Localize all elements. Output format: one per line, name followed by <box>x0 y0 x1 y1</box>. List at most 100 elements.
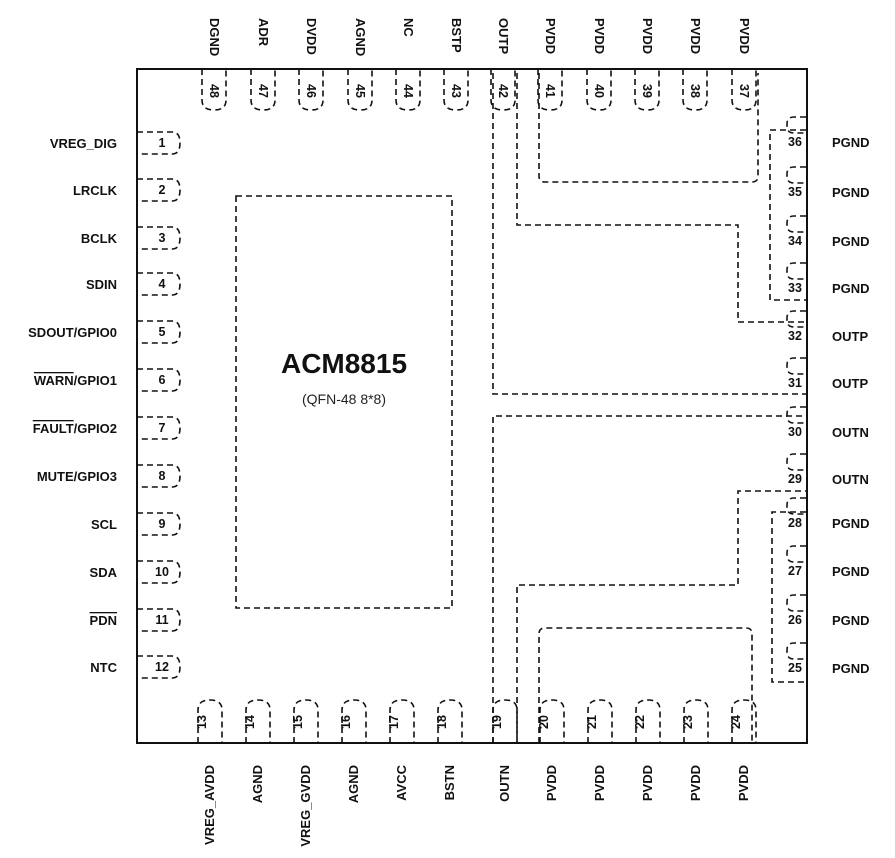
pin-label-overline: FAULT <box>33 421 74 436</box>
pin-number: 33 <box>788 281 802 295</box>
pvdd-bottom-region <box>538 627 753 743</box>
pin-number: 48 <box>207 84 221 98</box>
pin-number: 19 <box>490 715 504 729</box>
chip-package: (QFN-48 8*8) <box>302 391 386 407</box>
pin-33: 33 PGND <box>786 262 870 296</box>
pin-number: 16 <box>339 715 353 729</box>
pin-label-overline: WARN <box>34 373 74 388</box>
pin-number: 6 <box>159 373 166 387</box>
pin-label: DGND <box>207 18 222 56</box>
pin-label: BCLK <box>81 231 118 246</box>
pin-pad <box>786 310 806 328</box>
pin-pad <box>137 416 181 440</box>
pin-pad <box>137 320 181 344</box>
pin-pad <box>786 594 806 612</box>
pin-label: NC <box>401 18 416 37</box>
pin-label: AGND <box>250 765 265 803</box>
pin-label: OUTN <box>832 425 869 440</box>
pin-number: 27 <box>788 564 802 578</box>
pin-label: ADR <box>256 18 271 47</box>
pin-pad <box>731 699 757 743</box>
pin-number: 21 <box>585 715 599 729</box>
pin-number: 2 <box>159 183 166 197</box>
pin-pad <box>786 262 806 280</box>
pin-4: 4 SDIN <box>86 272 181 296</box>
pin-11: 11 PDN <box>90 608 181 632</box>
pin-number: 4 <box>159 277 166 291</box>
pin-pad <box>786 215 806 233</box>
pin-pad <box>586 69 612 111</box>
pin-pad <box>395 69 421 111</box>
pin-label: PVDD <box>737 18 752 54</box>
pins-layer: 1VREG_DIG2LRCLK3BCLK4SDIN5SDOUT/GPIO06WA… <box>28 18 869 847</box>
pin-number: 1 <box>159 136 166 150</box>
pin-label: SDIN <box>86 277 117 292</box>
pin-pad <box>587 699 613 743</box>
pin-number: 40 <box>592 84 606 98</box>
pin-label: PGND <box>832 281 870 296</box>
pin-label: PDN <box>90 613 117 628</box>
pin-label: VREG_GVDD <box>298 765 313 847</box>
exposed-pad-outline <box>235 195 453 609</box>
pin-label: PVDD <box>640 765 655 801</box>
pin-pad <box>683 699 709 743</box>
pgnd-upper-region <box>769 129 806 301</box>
pin-44: 44 NC <box>395 18 421 111</box>
pin-pad <box>443 69 469 111</box>
pin-number: 47 <box>256 84 270 98</box>
pin-pad <box>786 453 806 471</box>
pin-number: 26 <box>788 613 802 627</box>
pin-30: 30 OUTN <box>786 406 869 440</box>
pin-pad <box>137 655 181 679</box>
pin-number: 11 <box>155 613 168 627</box>
pin-pad <box>490 69 516 111</box>
pin-label: BSTP <box>449 18 464 53</box>
pin-pad <box>539 699 565 743</box>
pin-pad <box>437 699 463 743</box>
pin-number: 18 <box>435 715 449 729</box>
pin-pad <box>634 69 660 111</box>
pin-label: PVDD <box>688 765 703 801</box>
pin-label: AVCC <box>394 764 409 800</box>
pin-pad <box>786 406 806 424</box>
pin-47: 47 ADR <box>250 18 276 111</box>
pin-label: OUTN <box>497 765 512 802</box>
pin-number: 30 <box>788 425 802 439</box>
pin-number: 9 <box>159 517 166 531</box>
pin-label: DVDD <box>304 18 319 55</box>
pin-number: 44 <box>401 84 415 98</box>
pin-number: 14 <box>243 715 257 729</box>
pin-number: 12 <box>155 660 169 674</box>
pin-label: WARN/GPIO1 <box>34 373 117 388</box>
pin-48: 48 DGND <box>201 18 227 111</box>
pin-number: 46 <box>304 84 318 98</box>
pin-number: 24 <box>729 715 743 729</box>
pin-number: 22 <box>633 715 647 729</box>
pin-pad <box>245 699 271 743</box>
pin-label: PGND <box>832 613 870 628</box>
pin-pad <box>537 69 563 111</box>
chip-name: ACM8815 <box>281 348 407 379</box>
pin-pad <box>137 608 181 632</box>
outn-copper-region <box>492 415 806 743</box>
pin-label: MUTE/GPIO3 <box>37 469 117 484</box>
pin-label: PGND <box>832 135 870 150</box>
